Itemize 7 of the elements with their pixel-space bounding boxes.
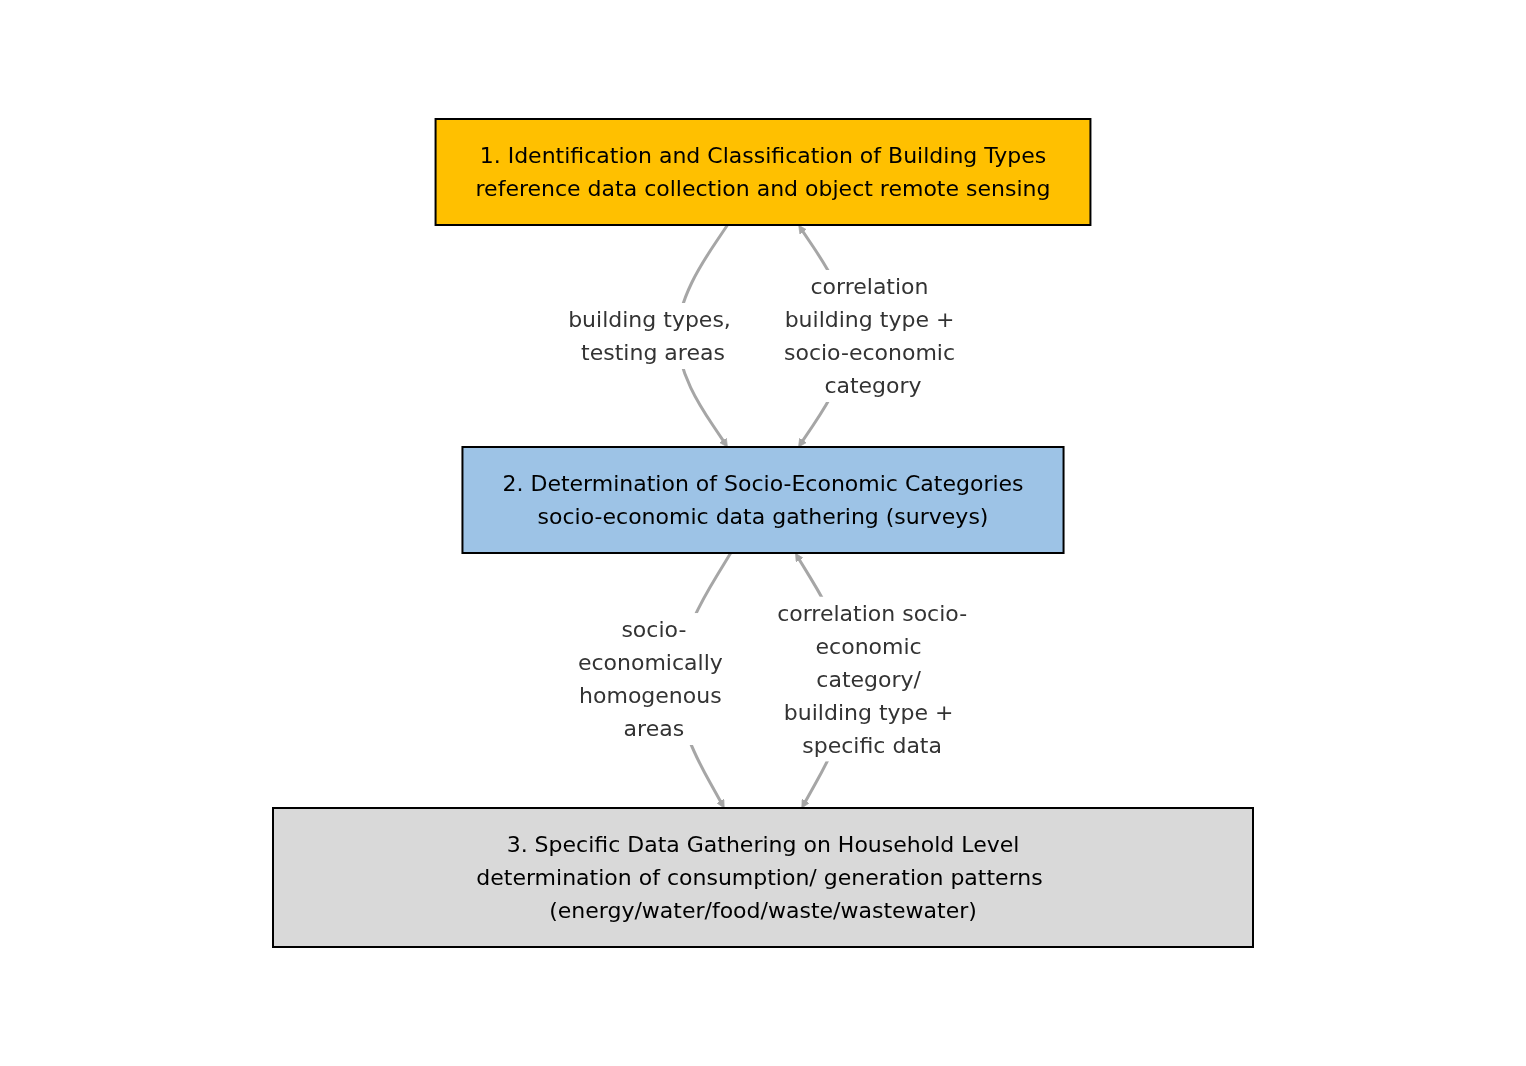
edge-label: socio-economically homogenous areas	[577, 617, 723, 742]
edge-label: correlation socio-economic category/ building type + specific data	[777, 600, 968, 758]
edge-label: building types, testing areas	[568, 307, 731, 365]
node-box: 3. Specific Data Gathering on Household Level determination of consumption/ generation patterns (energy/water/food/waste/wastewater)	[272, 807, 1254, 948]
node-box: 2. Determination of Socio-Economic Categories socio-economic data gathering (surveys)	[461, 446, 1065, 554]
node-box: 1. Identification and Classification of Building Types reference data collection and object remote sensing	[434, 118, 1092, 226]
edge-label: correlation building type + socio-economic category	[783, 274, 956, 398]
